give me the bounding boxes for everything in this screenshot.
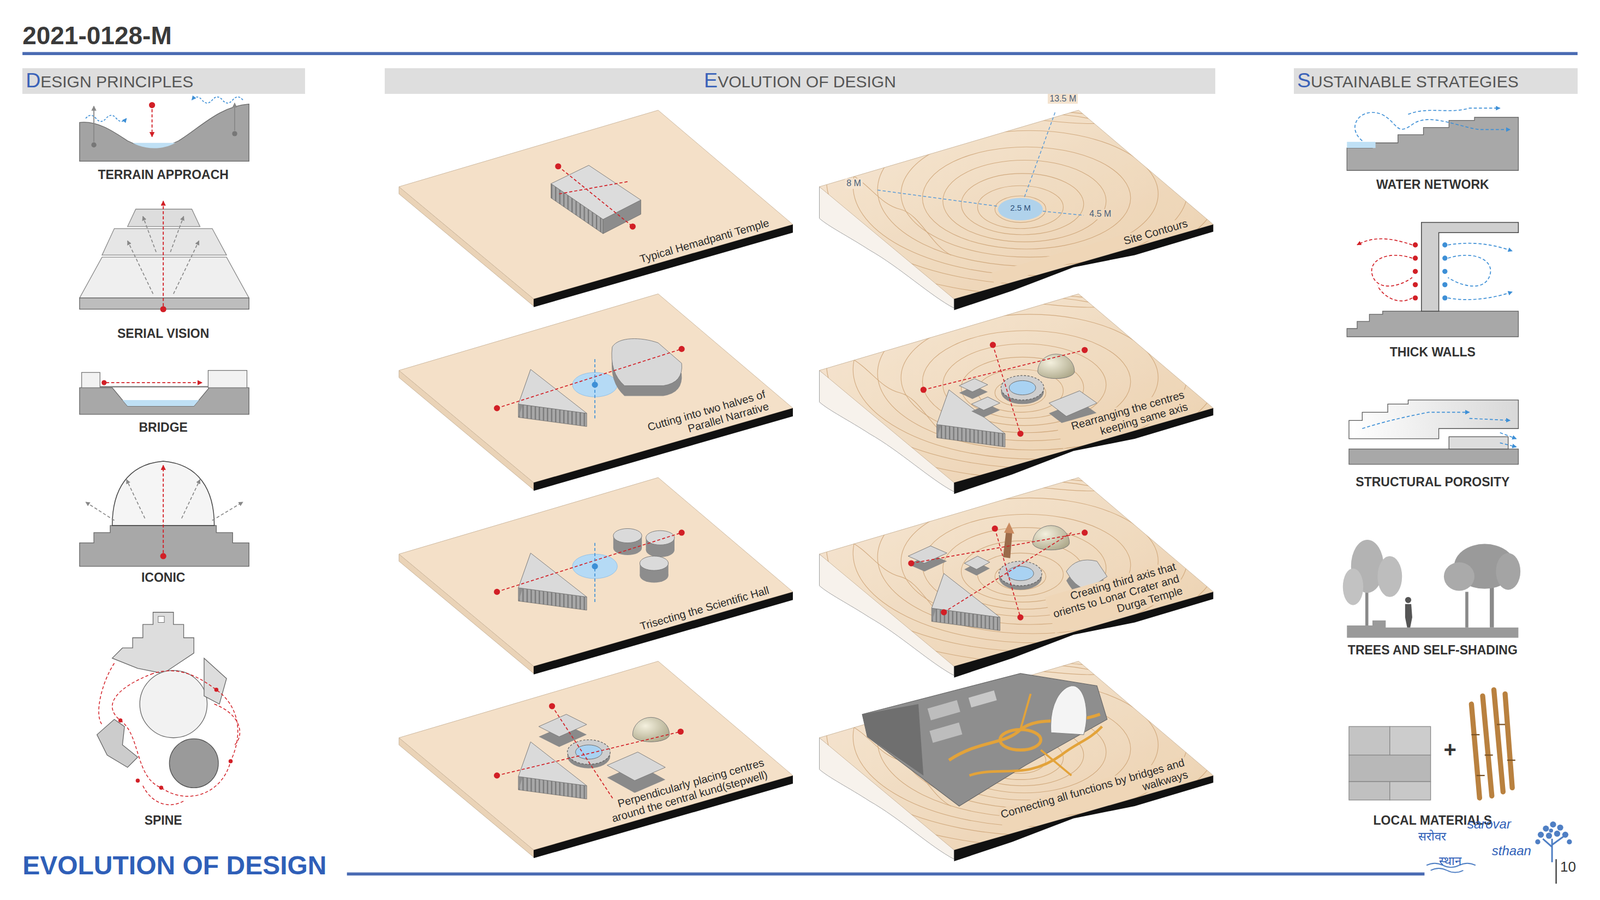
logo-text: sarovar [1467,816,1512,832]
header-text: DESIGN PRINCIPLES [22,68,306,93]
step-caption: Cutting into two halves of Parallel Narr… [616,387,770,455]
step-caption: Creating third axis that orients to Lona… [1045,559,1186,634]
plate-perpendicular [398,661,793,859]
principle-label: SERIAL VISION [56,326,271,341]
header-text: SUSTAINABLE STRATEGIES [1293,68,1578,93]
plus-sign: + [1440,736,1460,762]
step-caption: Trisecting the Scientific Hall [570,583,771,653]
water-network-icon [1346,108,1519,171]
local-materials-icon [1348,689,1516,800]
header-text: EVOLUTION OF DESIGN [384,68,1216,93]
logo-text: स्थान [1439,854,1462,868]
plate-trisecting [398,477,793,675]
page-number: 10 [1560,858,1576,876]
rules [22,51,1578,876]
step-caption: Typical Hemadpanti Temple [570,216,771,285]
header-band: DESIGN PRINCIPLES [22,68,306,94]
dimension-label: 8 M [844,178,863,189]
strategy-label: WATER NETWORK [1320,177,1545,192]
logo-text: sthaan [1491,843,1532,859]
page-title: 2021-0128-M [22,21,172,51]
trees-icon [1342,539,1521,638]
bridge-icon [79,370,249,415]
strategy-label: TREES AND SELF-SHADING [1320,642,1545,658]
plate-hemadpanti [398,110,793,308]
logo-text: सरोवर [1418,829,1447,844]
principle-label: TERRAIN APPROACH [56,167,271,182]
principle-label: ICONIC [56,570,271,585]
principle-label: BRIDGE [56,420,271,435]
serial-vision-icon [79,200,249,313]
structural-porosity-icon [1348,400,1519,465]
dimension-label: 2.5 M [1010,203,1031,213]
dimension-label: 4.5 M [1087,209,1113,219]
plate-rearranging [757,215,1340,494]
header-band: SUSTAINABLE STRATEGIES [1293,68,1578,94]
dimension-label: 13.5 M [1047,93,1078,104]
step-caption: Perpendicularly placing centres around t… [582,755,771,832]
strategy-label: LOCAL MATERIALS [1320,813,1545,828]
strategy-label: STRUCTURAL POROSITY [1320,474,1545,489]
terrain-approach-icon [79,97,249,162]
plate-two-halves [398,293,793,491]
step-caption: Site Contours [990,216,1191,285]
thick-walls-icon [1346,222,1519,337]
page-caption: EVOLUTION OF DESIGN [22,850,327,881]
plate-third-axis [757,398,1340,678]
strategy-label: THICK WALLS [1320,344,1545,360]
header-band: EVOLUTION OF DESIGN [384,68,1216,94]
step-caption: Rearranging the centres keeping same axi… [1056,387,1191,449]
plate-site-plan [757,582,1340,862]
step-caption: Connecting all functions by bridges and … [997,755,1191,833]
iconic-icon [79,461,249,567]
spine-plan-icon [97,612,241,805]
principle-label: SPINE [56,813,271,828]
